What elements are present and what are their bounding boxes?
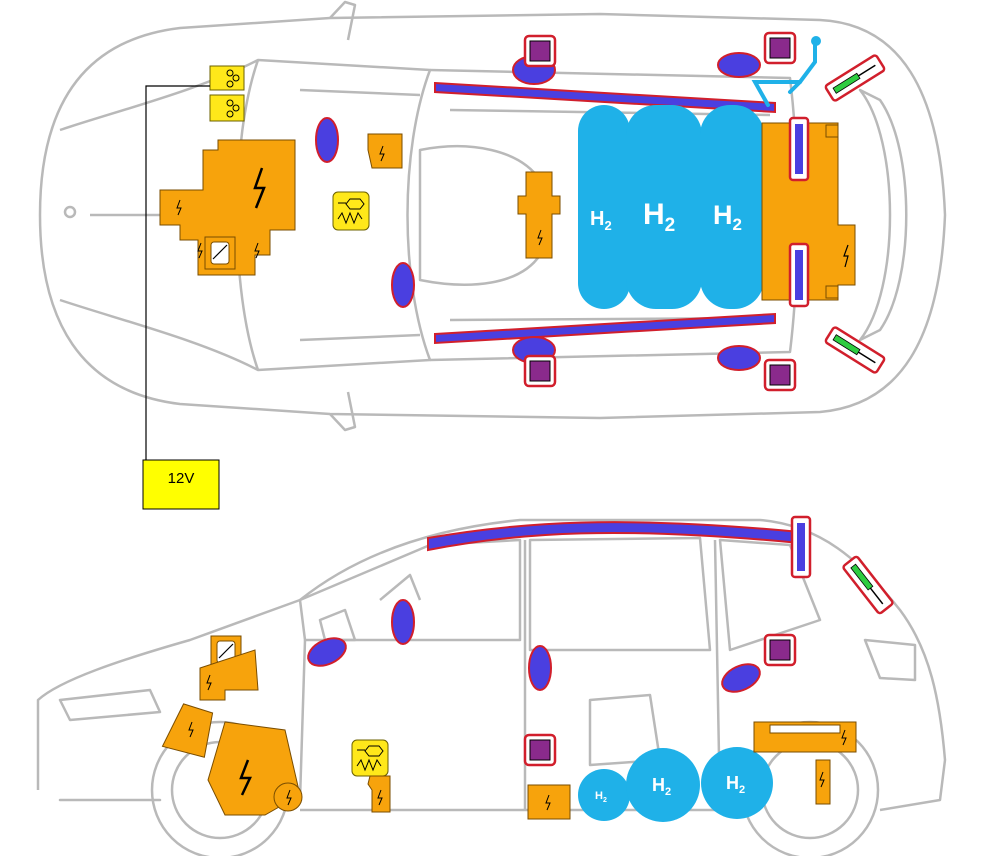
top-rear-window bbox=[858, 88, 908, 342]
fuel-line-branch bbox=[788, 80, 802, 94]
side-airbag-seat bbox=[528, 645, 552, 691]
side-headlight bbox=[58, 688, 162, 722]
side-gas-strut-vertical bbox=[790, 515, 812, 579]
side-h2-label-1: H bbox=[595, 790, 603, 802]
side-windows bbox=[298, 536, 822, 652]
12v-label-text: 12V bbox=[168, 470, 195, 487]
svg-text:H2: H2 bbox=[726, 773, 745, 796]
hv-icon-large bbox=[253, 167, 266, 209]
side-mirror bbox=[318, 608, 357, 642]
side-wheel-rear-hub bbox=[760, 740, 860, 840]
top-h2-labels: H2 H2 H2 bbox=[590, 198, 742, 236]
hv-icon-small-2 bbox=[197, 242, 203, 259]
side-gas-strut-tailgate bbox=[842, 555, 894, 615]
side-airbag-steering bbox=[391, 599, 415, 645]
svg-text:H2: H2 bbox=[595, 790, 607, 804]
top-emblem bbox=[63, 205, 77, 219]
side-h2-labels: H2 H2 H2 bbox=[595, 773, 745, 804]
top-h2-tanks bbox=[578, 105, 764, 309]
h2-fuel-lines bbox=[751, 40, 817, 107]
top-hv-small-box bbox=[367, 133, 403, 169]
airbag-side-rl bbox=[717, 52, 761, 78]
h2-tank-1 bbox=[578, 105, 630, 309]
side-airbag-rear bbox=[721, 663, 761, 693]
12v-pointer-line bbox=[145, 85, 210, 460]
side-taillight bbox=[863, 638, 917, 682]
top-sensors bbox=[523, 31, 797, 392]
side-rear-hv-battery bbox=[753, 721, 857, 805]
side-pressure-regulator bbox=[351, 739, 391, 813]
h2-label-1: H bbox=[590, 208, 604, 230]
top-interior-lines bbox=[299, 88, 771, 342]
side-h2-label-2: H bbox=[652, 775, 665, 795]
top-hv-battery bbox=[761, 116, 856, 308]
side-hv-under-seat bbox=[527, 784, 571, 820]
airbag-side-rr bbox=[717, 345, 761, 371]
h2-tank-3 bbox=[700, 105, 764, 309]
side-front-hv bbox=[161, 635, 303, 816]
side-steering-wheel bbox=[379, 573, 422, 601]
hv-icon-small-3 bbox=[254, 242, 260, 259]
top-body-outline bbox=[38, 12, 947, 420]
svg-text:H2: H2 bbox=[643, 198, 675, 236]
h2-label-3: H bbox=[713, 200, 733, 230]
top-pressure-regulator bbox=[332, 191, 370, 231]
svg-text:H2: H2 bbox=[652, 775, 671, 798]
side-h2-tank-3 bbox=[701, 747, 773, 819]
side-curtain-airbag bbox=[427, 521, 801, 552]
svg-text:H2: H2 bbox=[713, 200, 742, 234]
top-gas-struts bbox=[824, 54, 886, 374]
battery-hv-icon bbox=[843, 244, 849, 268]
airbag-steering bbox=[315, 117, 339, 163]
svg-text:H2: H2 bbox=[590, 208, 612, 233]
airbag-passenger bbox=[391, 262, 415, 308]
curtain-airbag-upper bbox=[434, 81, 776, 114]
h2-label-2: H bbox=[643, 198, 665, 231]
top-curtain-airbags bbox=[434, 81, 776, 345]
top-mirror-rear bbox=[329, 391, 357, 432]
hv-icon-small-1 bbox=[176, 199, 182, 216]
side-airbags bbox=[307, 599, 761, 693]
top-seat-left bbox=[418, 145, 542, 286]
fuel-filler-icon bbox=[811, 36, 821, 46]
side-h2-tanks bbox=[578, 747, 773, 822]
top-engine-hv bbox=[159, 139, 296, 276]
top-mirror-front bbox=[329, 0, 357, 41]
side-sensors bbox=[523, 633, 797, 767]
12v-label-box: 12V bbox=[142, 459, 220, 510]
top-12v-battery bbox=[209, 65, 245, 122]
top-hv-under-seat bbox=[517, 171, 561, 259]
side-h2-tank-1 bbox=[578, 769, 630, 821]
side-h2-tank-2 bbox=[626, 748, 700, 822]
side-h2-label-3: H bbox=[726, 773, 739, 793]
side-airbag-dash bbox=[307, 637, 347, 667]
h2-tank-2 bbox=[626, 105, 702, 309]
curtain-airbag-lower bbox=[434, 312, 776, 345]
